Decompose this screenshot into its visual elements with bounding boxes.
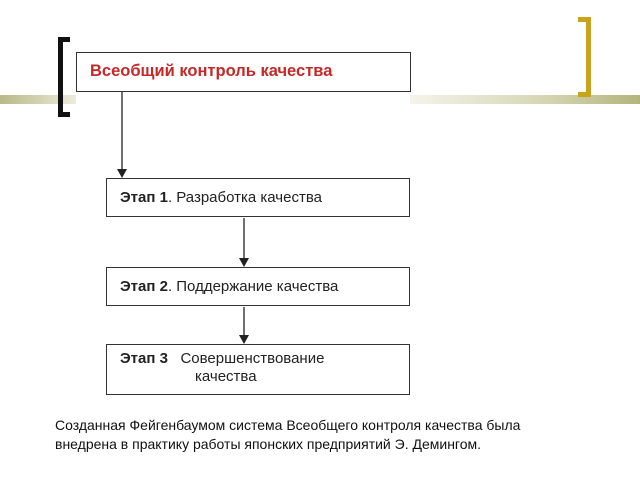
stage-1-label: Этап 1 [120,189,168,206]
stage-3-text-line1: Совершенствование [180,350,325,367]
caption-line-2: внедрена в практику работы японских пред… [55,436,482,452]
main-quality-box: Всеобщий контроль качества [76,52,411,92]
arrowhead-stage1 [117,169,127,178]
stage-1-text: . Разработка качества [167,189,322,206]
stage-1-box: Этап 1. Разработка качества [106,178,410,217]
main-box-label: Всеобщий контроль качества [90,62,333,80]
caption-line-1: Созданная Фейгенбаумом система Всеобщего… [55,417,521,433]
stage-3-label: Этап 3 [120,350,168,367]
stage-3-text-line2: качества [195,368,257,385]
stage-2-text: . Поддержание качества [167,278,339,295]
arrowhead-stage2 [239,258,249,267]
decorative-band-left [0,95,76,104]
stage-2-box: Этап 2. Поддержание качества [106,267,410,306]
left-bracket-decoration [58,37,70,117]
stage-2-label: Этап 2 [120,278,168,295]
caption-text: Созданная Фейгенбаумом система Всеобщего… [55,416,625,454]
stage-3-box: Этап 3 Совершенствование качества [106,344,410,395]
right-bracket-decoration [578,17,591,97]
arrowhead-stage3 [239,335,249,344]
decorative-band-right [410,95,640,104]
